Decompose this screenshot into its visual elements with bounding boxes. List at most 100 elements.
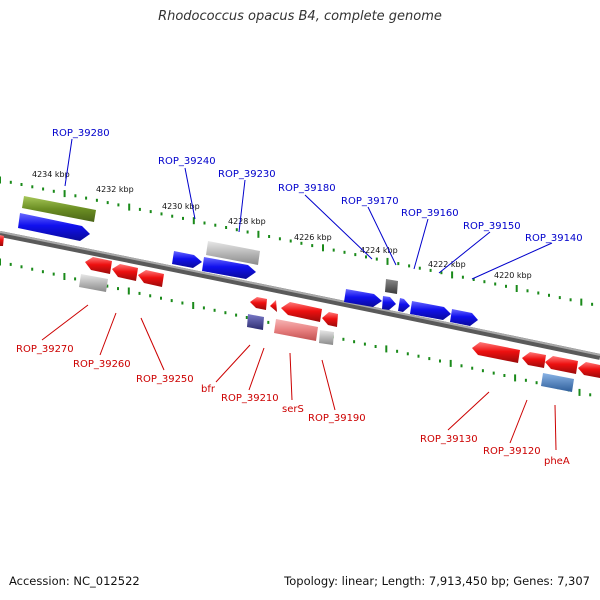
ruler-major-tick: [578, 388, 581, 396]
ruler-minor-tick: [505, 284, 507, 288]
bottom-leader-lines: [41, 304, 557, 451]
gene-rop-39140-a[interactable]: [410, 301, 451, 320]
gene-sers-pink[interactable]: [274, 319, 318, 341]
ruler-minor-tick: [418, 266, 421, 270]
ruler-label: 4234 kbp: [32, 170, 70, 179]
ruler-major-tick: [451, 271, 454, 279]
gene-bfr-navy[interactable]: [247, 314, 264, 330]
gene-rop-39190-gray[interactable]: [319, 330, 334, 345]
genome-backbone: [0, 231, 600, 360]
gene-label[interactable]: ROP_39280: [52, 128, 110, 139]
gene-label[interactable]: serS: [282, 404, 304, 415]
ruler-minor-tick: [42, 187, 45, 191]
gene-label[interactable]: ROP_39270: [16, 344, 74, 355]
gene-rop-39180-dark[interactable]: [385, 279, 398, 294]
gene-label[interactable]: ROP_39250: [136, 374, 194, 385]
ruler-minor-tick: [439, 359, 441, 363]
ruler-minor-tick: [569, 298, 572, 302]
ruler-minor-tick: [138, 207, 141, 211]
gene-rop-39270-gray[interactable]: [79, 274, 108, 292]
gene-rop-39270[interactable]: [85, 257, 112, 274]
gene-rop-39250[interactable]: [138, 270, 164, 287]
gene-label[interactable]: pheA: [544, 456, 570, 467]
ruler-minor-tick: [332, 248, 335, 252]
gene-label[interactable]: ROP_39150: [463, 221, 521, 232]
gene-rop-39140-b[interactable]: [450, 309, 478, 326]
gene-partial-left[interactable]: [0, 235, 4, 246]
ruler-minor-tick: [535, 381, 538, 385]
ruler-minor-tick: [492, 371, 495, 375]
ruler-minor-tick: [268, 235, 271, 238]
ruler-major-tick: [385, 345, 388, 353]
gene-rop-39170[interactable]: [344, 289, 382, 307]
ruler-minor-tick: [472, 278, 475, 281]
ruler-minor-tick: [460, 364, 463, 368]
top-strand-genes: [0, 196, 478, 326]
gene-rop-39230[interactable]: [202, 257, 256, 279]
gene-rop-39190[interactable]: [322, 312, 338, 327]
gene-label[interactable]: bfr: [201, 384, 216, 395]
ruler-major-tick: [514, 374, 517, 382]
ruler-minor-tick: [245, 316, 248, 319]
gene-label[interactable]: ROP_39170: [341, 196, 399, 207]
ruler-minor-tick: [20, 265, 23, 269]
ruler-minor-tick: [52, 189, 55, 193]
ruler-minor-tick: [278, 237, 281, 241]
ruler-minor-tick: [342, 337, 345, 341]
ruler-minor-tick: [171, 214, 174, 218]
top-gene-labels: ROP_39280 ROP_39240 ROP_39230 ROP_39180 …: [52, 128, 583, 244]
gene-label[interactable]: ROP_39230: [218, 169, 276, 180]
gene-rop-39160[interactable]: [382, 296, 396, 310]
ruler-label: 4222 kbp: [428, 260, 466, 269]
gene-label[interactable]: ROP_39180: [278, 183, 336, 194]
ruler-label: 4224 kbp: [360, 246, 398, 255]
ruler-minor-tick: [160, 212, 163, 216]
gene-rop-39210[interactable]: [270, 300, 277, 312]
ruler-label: 4232 kbp: [96, 185, 134, 194]
gene-rop-39230-gray[interactable]: [206, 241, 260, 265]
gene-rop-39240[interactable]: [172, 251, 202, 268]
ruler-minor-tick: [170, 299, 173, 303]
ruler-minor-tick: [20, 183, 23, 186]
ruler-minor-tick: [214, 223, 217, 227]
ruler-minor-tick: [246, 230, 249, 234]
top-leader-lines: [64, 138, 553, 280]
gene-sers[interactable]: [281, 302, 322, 322]
ruler-minor-tick: [225, 226, 228, 229]
top-scale-ruler: [0, 176, 594, 306]
gene-label[interactable]: ROP_39260: [73, 359, 131, 370]
ruler-label: 4226 kbp: [294, 233, 332, 242]
ruler-minor-tick: [149, 294, 152, 298]
ruler-minor-tick: [213, 308, 216, 312]
ruler-minor-tick: [363, 342, 366, 346]
ruler-minor-tick: [300, 241, 303, 245]
gene-rop-39280[interactable]: [18, 213, 90, 241]
gene-label[interactable]: ROP_39130: [420, 434, 478, 445]
gene-phea[interactable]: [578, 362, 600, 378]
ruler-minor-tick: [224, 311, 227, 315]
ruler-major-tick: [192, 217, 195, 225]
gene-label[interactable]: ROP_39120: [483, 446, 541, 457]
gene-rop-39130[interactable]: [472, 342, 520, 363]
gene-rop-39120-b[interactable]: [545, 356, 578, 374]
gene-phea-steel[interactable]: [541, 373, 574, 392]
gene-label[interactable]: ROP_39160: [401, 208, 459, 219]
ruler-minor-tick: [289, 239, 292, 243]
ruler-minor-tick: [9, 262, 12, 266]
ruler-minor-tick: [461, 275, 464, 279]
ruler-minor-tick: [558, 296, 561, 300]
gene-rop-39120-a[interactable]: [522, 352, 546, 368]
gene-rop-39280-olive[interactable]: [22, 196, 96, 222]
ruler-minor-tick: [138, 291, 141, 295]
ruler-minor-tick: [494, 282, 497, 286]
ruler-major-tick: [257, 230, 260, 238]
gene-label[interactable]: ROP_39210: [221, 393, 279, 404]
gene-rop-39150[interactable]: [398, 298, 410, 312]
gene-label[interactable]: ROP_39190: [308, 413, 366, 424]
gene-rop-39260[interactable]: [112, 264, 138, 281]
ruler-minor-tick: [526, 289, 529, 293]
gene-bfr[interactable]: [250, 297, 267, 310]
gene-label[interactable]: ROP_39140: [525, 233, 583, 244]
gene-label[interactable]: ROP_39240: [158, 156, 216, 167]
